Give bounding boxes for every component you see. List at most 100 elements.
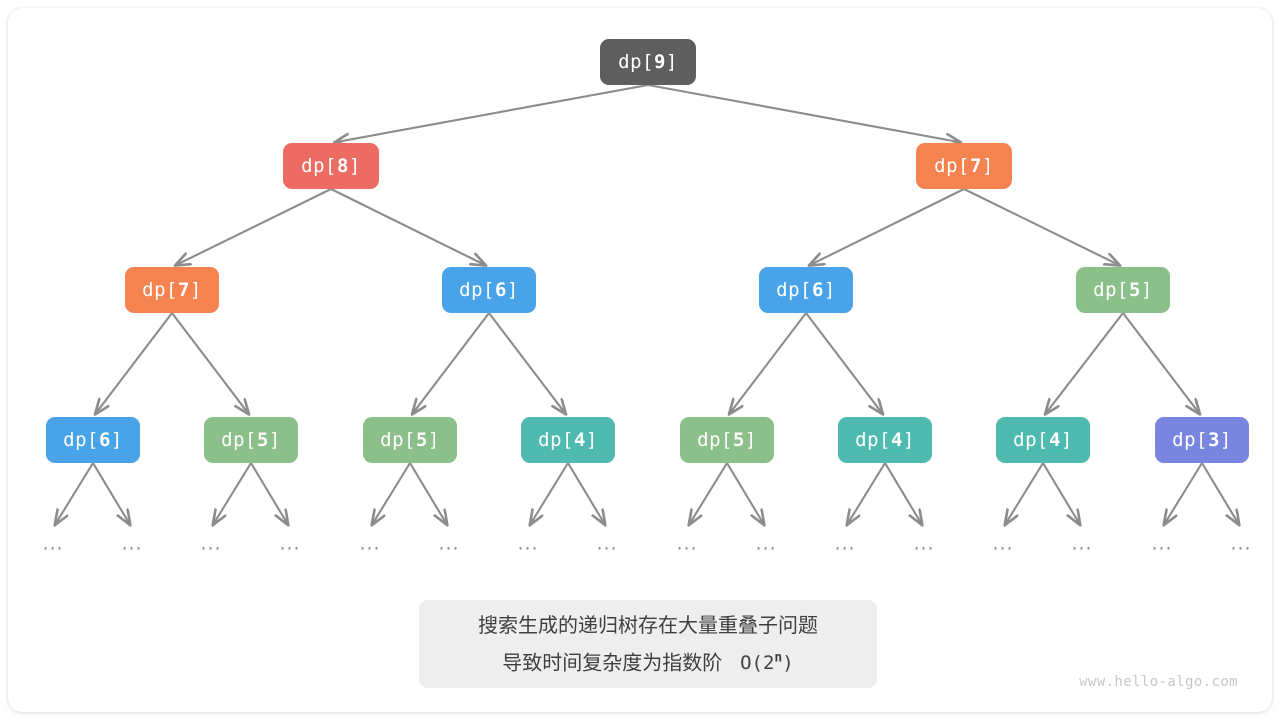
node-label-suffix: ] [268,429,281,451]
node-label-suffix: ] [427,429,440,451]
edge-n7-to-e1 [91,461,130,525]
node-label-prefix: dp[ [934,155,970,177]
node-label-prefix: dp[ [1093,279,1129,301]
ellipsis-marker: ... [992,532,1014,555]
caption-line-1: 搜索生成的递归树存在大量重叠子问题 [478,612,818,637]
node-label-prefix: dp[ [459,279,495,301]
edge-n8-to-e2 [213,461,253,525]
node-label-prefix: dp[ [776,279,812,301]
node-label-suffix: ] [823,279,836,301]
node-label-prefix: dp[ [221,429,257,451]
node-label-index: 5 [415,429,428,451]
ellipsis-marker: ... [913,532,935,555]
node-label-prefix: dp[ [63,429,99,451]
edge-n14-to-e14 [1164,461,1204,525]
node-label-index: 4 [890,429,903,451]
tree-node-n10: dp[4] [521,417,615,463]
node-label-index: 8 [336,155,349,177]
edge-n6-to-n14 [1121,311,1200,414]
edge-n3-to-n7 [95,311,174,414]
node-label-index: 7 [177,279,190,301]
tree-node-n9: dp[5] [363,417,457,463]
node-label-index: 7 [969,155,982,177]
ellipsis-marker: ... [517,532,539,555]
ellipsis-marker: ... [1230,532,1252,555]
node-label-index: 4 [1048,429,1061,451]
ellipsis-marker: ... [596,532,618,555]
node-label-prefix: dp[ [380,429,416,451]
edge-n2-to-n6 [962,187,1119,265]
watermark: www.hello-algo.com [1079,674,1238,690]
caption-line-2: 导致时间复杂度为指数阶 O(2n) [502,642,793,680]
ellipsis-marker: ... [438,532,460,555]
node-label-suffix: ] [110,429,123,451]
node-label-suffix: ] [506,279,519,301]
edge-n14-to-e15 [1200,461,1239,525]
edge-n5-to-n12 [804,311,883,414]
tree-node-n8: dp[5] [204,417,298,463]
ellipsis-marker: ... [279,532,301,555]
node-label-index: 4 [573,429,586,451]
edge-n12-to-e11 [883,461,922,525]
node-label-prefix: dp[ [618,51,654,73]
tree-node-n6: dp[5] [1076,267,1170,313]
complexity-close: ) [782,652,794,675]
edge-n1-to-n4 [329,187,485,265]
node-label-prefix: dp[ [697,429,733,451]
caption-line-2-text: 导致时间复杂度为指数阶 [502,650,723,675]
node-label-index: 6 [98,429,111,451]
complexity-base: O(2 [740,652,775,675]
edge-n6-to-n13 [1045,311,1125,414]
tree-node-n3: dp[7] [125,267,219,313]
node-label-suffix: ] [902,429,915,451]
ellipsis-marker: ... [755,532,777,555]
diagram-card: dp[9]dp[8]dp[7]dp[7]dp[6]dp[6]dp[5]dp[6]… [8,8,1272,712]
edge-n3-to-n8 [170,311,249,414]
node-label-suffix: ] [1219,429,1232,451]
complexity-notation: O(2n) [729,651,794,675]
tree-node-n1: dp[8] [283,143,379,189]
edge-n5-to-n11 [729,311,808,414]
node-label-suffix: ] [744,429,757,451]
tree-node-n5: dp[6] [759,267,853,313]
tree-node-n14: dp[3] [1155,417,1249,463]
node-label-suffix: ] [665,51,678,73]
ellipsis-marker: ... [1071,532,1093,555]
node-label-index: 6 [494,279,507,301]
edge-n12-to-e10 [847,461,887,525]
tree-node-n13: dp[4] [996,417,1090,463]
edge-n10-to-e7 [566,461,605,525]
ellipsis-marker: ... [676,532,698,555]
node-label-index: 3 [1207,429,1220,451]
edge-n0-to-n2 [646,83,960,142]
node-label-suffix: ] [1140,279,1153,301]
node-label-index: 5 [732,429,745,451]
node-label-prefix: dp[ [855,429,891,451]
node-label-prefix: dp[ [1172,429,1208,451]
edge-n11-to-e9 [725,461,764,525]
edge-n2-to-n5 [810,187,966,265]
tree-node-n0: dp[9] [600,39,696,85]
tree-node-n4: dp[6] [442,267,536,313]
edge-n13-to-e13 [1041,461,1080,525]
node-label-index: 5 [1128,279,1141,301]
tree-node-n7: dp[6] [46,417,140,463]
node-label-index: 6 [811,279,824,301]
node-label-suffix: ] [1060,429,1073,451]
tree-node-n11: dp[5] [680,417,774,463]
node-label-prefix: dp[ [1013,429,1049,451]
ellipsis-marker: ... [121,532,143,555]
node-label-suffix: ] [585,429,598,451]
node-label-suffix: ] [189,279,202,301]
ellipsis-marker: ... [359,532,381,555]
ellipsis-marker: ... [1151,532,1173,555]
node-label-suffix: ] [981,155,994,177]
caption-box: 搜索生成的递归树存在大量重叠子问题 导致时间复杂度为指数阶 O(2n) [419,600,877,688]
edge-n1-to-n3 [176,187,333,265]
edge-n4-to-n9 [412,311,491,414]
node-label-index: 5 [256,429,269,451]
node-label-suffix: ] [348,155,361,177]
edge-n10-to-e6 [530,461,570,525]
tree-node-n2: dp[7] [916,143,1012,189]
